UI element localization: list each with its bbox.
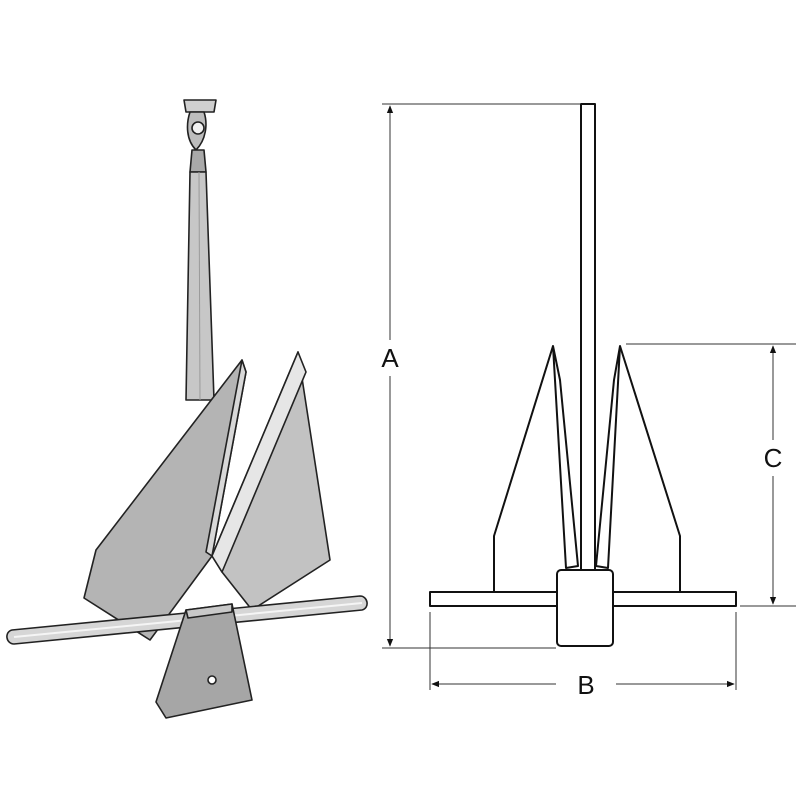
drawing-right-fluke: [619, 345, 681, 592]
anchor-illustration: [6, 99, 368, 719]
drawing-left-fluke: [493, 345, 554, 592]
drawing-crown: [556, 569, 614, 647]
anchor-shackle: [183, 99, 217, 173]
dimension-label-a: A: [381, 343, 399, 373]
anchor-line-drawing: [429, 103, 737, 647]
dimension-label-c: C: [764, 443, 783, 473]
drawing-shank: [580, 103, 596, 573]
crown-hole: [207, 675, 217, 685]
dimension-label-b: B: [577, 670, 594, 700]
